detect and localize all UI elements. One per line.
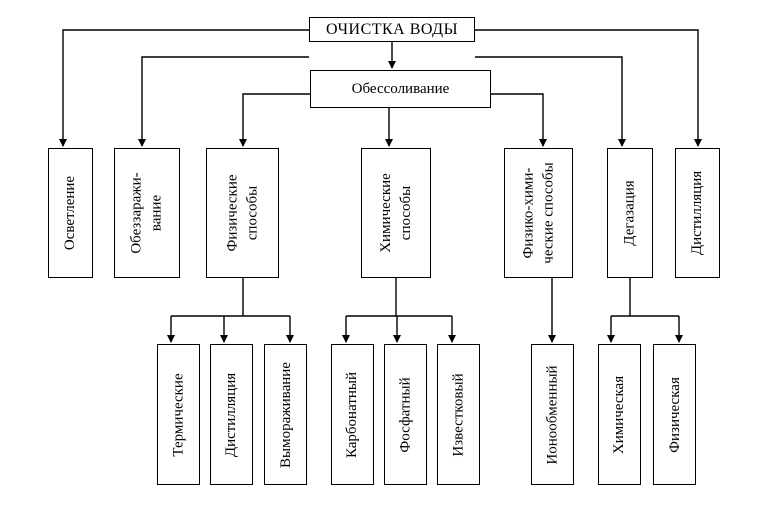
- arrow-root-to-clarification: [59, 29, 309, 147]
- phys-distillation-node: Дистилляция: [210, 344, 253, 485]
- root-node: ОЧИСТКА ВОДЫ: [309, 17, 475, 42]
- arrow-to-disinfection: [138, 56, 309, 147]
- thermal-node: Термические: [157, 344, 200, 485]
- physical-methods-node: Физические способы: [206, 148, 279, 278]
- lime-node: Известковый: [437, 344, 480, 485]
- carbonate-node: Карбонатный: [331, 344, 374, 485]
- disinfection-node: Обеззаражи- вание: [114, 148, 180, 278]
- arrow-to-physchem: [491, 93, 547, 147]
- arrow-root-to-distillation: [475, 29, 702, 147]
- distillation-node: Дистилляция: [675, 148, 720, 278]
- degassing-node: Дегазация: [607, 148, 653, 278]
- physchem-methods-node: Физико-хими- ческие способы: [504, 148, 573, 278]
- desalination-node: Обессоливание: [310, 70, 491, 108]
- physical-degassing-node: Физическая: [653, 344, 696, 485]
- arrow-to-degassing: [475, 56, 626, 147]
- freezing-node: Вымораживание: [264, 344, 307, 485]
- chemical-methods-node: Химические способы: [361, 148, 431, 278]
- chemical-degassing-node: Химическая: [598, 344, 641, 485]
- arrow-to-physical: [239, 93, 310, 147]
- ion-exchange-node: Ионообменный: [531, 344, 574, 485]
- phosphate-node: Фосфатный: [384, 344, 427, 485]
- clarification-node: Осветление: [48, 148, 93, 278]
